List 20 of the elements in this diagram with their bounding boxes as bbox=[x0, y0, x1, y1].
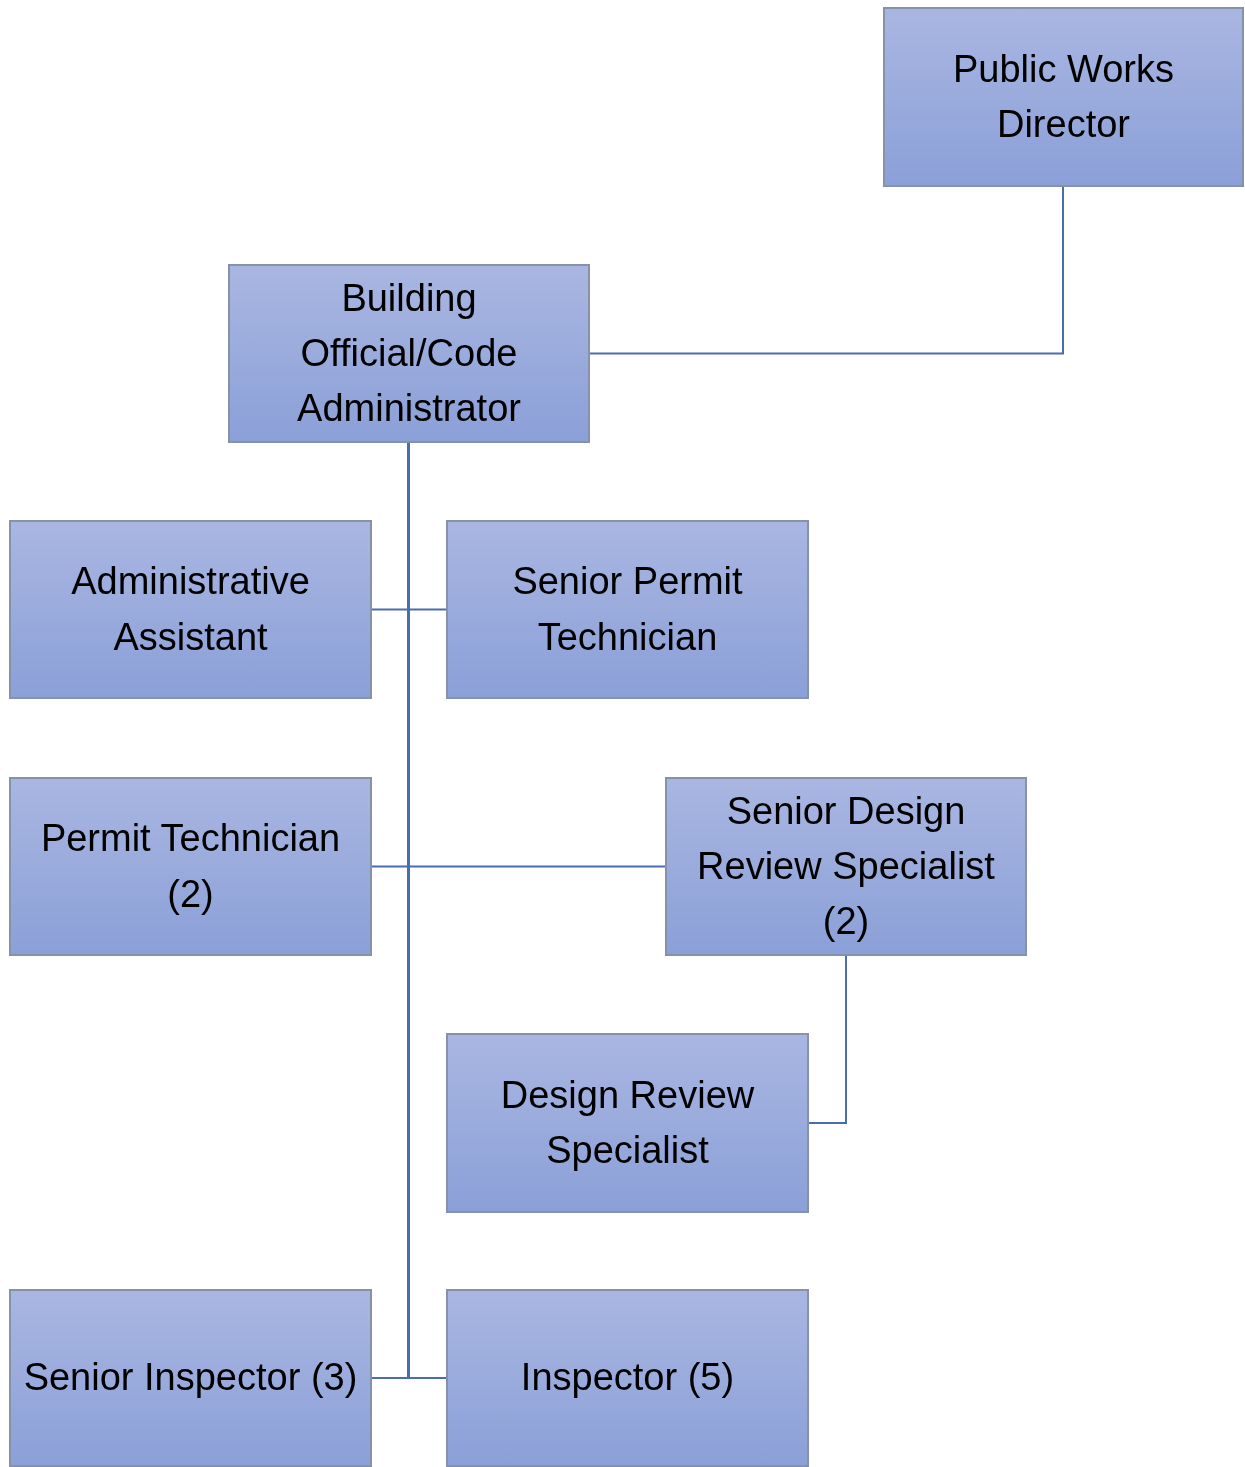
position-title: Public Works Director bbox=[952, 46, 1175, 147]
position-title: Administrative Assistant bbox=[70, 559, 311, 660]
position-title: Building Official/Code Administrator bbox=[296, 275, 522, 432]
position-box bbox=[9, 520, 372, 699]
position-box bbox=[9, 1289, 372, 1467]
position-box bbox=[446, 1289, 809, 1467]
position-box bbox=[446, 1033, 809, 1213]
connector-line bbox=[808, 955, 847, 1124]
position-title: Inspector (5) bbox=[520, 1355, 735, 1401]
position-title: Senior Design Review Specialist (2) bbox=[696, 788, 996, 945]
position-box bbox=[9, 777, 372, 956]
position-box bbox=[228, 264, 590, 443]
position-box bbox=[665, 777, 1027, 956]
position-title: Senior Inspector (3) bbox=[23, 1355, 358, 1401]
connector-line bbox=[589, 186, 1064, 355]
position-title: Permit Technician (2) bbox=[39, 816, 342, 917]
position-box bbox=[883, 7, 1244, 187]
position-box bbox=[446, 520, 809, 699]
position-title: Design Review Specialist bbox=[499, 1072, 756, 1173]
position-title: Senior Permit Technician bbox=[511, 559, 744, 660]
